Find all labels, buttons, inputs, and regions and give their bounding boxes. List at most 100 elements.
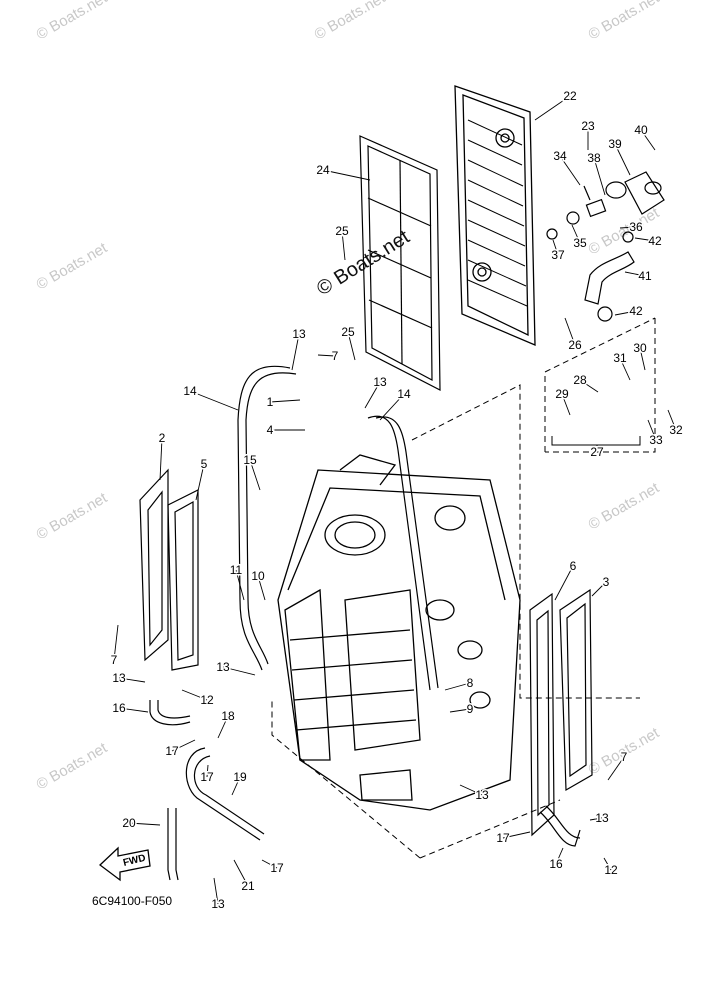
leader-line [261, 859, 278, 869]
part-callout-13: 13 [112, 671, 126, 685]
part-callout-27: 27 [590, 445, 604, 459]
watermark-text: © Boats.net [34, 0, 111, 43]
left-manifold-parts [139, 468, 199, 671]
leader-line [639, 347, 646, 371]
assembly-dashed-lines [271, 317, 656, 859]
leader-line [118, 677, 146, 683]
part-callout-34: 34 [553, 149, 567, 163]
part-callout-30: 30 [633, 341, 647, 355]
water-hoses [149, 365, 581, 881]
watermark-text: © Boats.net [34, 239, 111, 293]
leader-line [603, 857, 612, 871]
part-callout-28: 28 [573, 373, 587, 387]
part-callout-13: 13 [292, 327, 306, 341]
part-callout-24: 24 [316, 163, 330, 177]
leader-line [347, 331, 356, 361]
leader-line [291, 333, 300, 371]
cover-plate [454, 85, 536, 346]
part-callout-13: 13 [373, 375, 387, 389]
part-callout-5: 5 [201, 457, 208, 471]
watermark-text: © Boats.net [34, 739, 111, 793]
part-callout-12: 12 [604, 863, 618, 877]
part-callout-15: 15 [243, 453, 257, 467]
leader-line [564, 317, 576, 346]
group-27-bracket [551, 436, 641, 446]
leader-line [614, 310, 637, 316]
leader-line [231, 776, 241, 796]
leader-line [364, 381, 381, 409]
part-callout-14: 14 [397, 387, 411, 401]
part-callout-25: 25 [341, 325, 355, 339]
part-callout-7: 7 [621, 750, 628, 764]
part-callout-13: 13 [216, 660, 230, 674]
leader-line [640, 129, 656, 151]
leader-line [579, 379, 599, 393]
leader-line [619, 226, 637, 229]
leader-line [502, 831, 531, 839]
part-callout-7: 7 [332, 349, 339, 363]
part-callout-20: 20 [122, 816, 136, 830]
leader-line [591, 581, 607, 597]
part-callout-9: 9 [467, 702, 474, 716]
watermark-text: © Boats.net [586, 479, 663, 533]
leader-line [647, 419, 657, 441]
part-callout-13: 13 [211, 897, 225, 911]
thermostat-parts [546, 171, 665, 322]
leader-line [379, 393, 405, 421]
part-callout-14: 14 [183, 384, 197, 398]
leader-line [534, 95, 571, 121]
leader-line [217, 715, 229, 739]
leader-line [171, 739, 196, 752]
part-callout-10: 10 [251, 569, 265, 583]
leader-line [233, 859, 249, 887]
leader-line [322, 169, 371, 181]
part-callout-19: 19 [233, 770, 247, 784]
part-callout-39: 39 [608, 137, 622, 151]
part-callout-16: 16 [549, 857, 563, 871]
part-callout-38: 38 [587, 151, 601, 165]
part-callout-41: 41 [638, 269, 652, 283]
leader-line [113, 624, 119, 661]
part-callout-6: 6 [570, 559, 577, 573]
part-callout-7: 7 [111, 653, 118, 667]
leader-line [257, 575, 266, 601]
leader-line [118, 707, 149, 713]
part-callout-17: 17 [165, 744, 179, 758]
leader-line [189, 390, 239, 411]
part-callout-42: 42 [629, 304, 643, 318]
leader-line [181, 689, 208, 701]
leader-lines [113, 95, 677, 905]
leader-line [128, 822, 161, 826]
leader-line [634, 237, 656, 242]
part-callout-12: 12 [200, 693, 214, 707]
leader-line [341, 230, 346, 261]
part-callout-36: 36 [629, 220, 643, 234]
leader-line [554, 565, 574, 601]
diagram-code: 6C94100-F050 [92, 894, 172, 908]
leader-line [571, 224, 581, 244]
part-callout-8: 8 [467, 676, 474, 690]
leader-line [614, 143, 631, 176]
leader-line [195, 463, 205, 501]
fwd-label: FWD [122, 853, 147, 869]
leader-line [213, 877, 219, 905]
leader-line [249, 459, 261, 491]
part-callout-1: 1 [267, 395, 274, 409]
part-callout-42: 42 [648, 234, 662, 248]
part-callout-17: 17 [496, 831, 510, 845]
leader-line [222, 666, 256, 676]
part-callout-16: 16 [112, 701, 126, 715]
leader-line [667, 409, 677, 431]
leader-line [317, 354, 336, 357]
leader-line [444, 682, 471, 691]
part-callout-22: 22 [563, 89, 577, 103]
right-manifold-parts [529, 588, 593, 837]
part-callout-17: 17 [200, 770, 214, 784]
part-callout-17: 17 [270, 861, 284, 875]
cylinder-block [277, 454, 521, 811]
leader-line [459, 784, 483, 796]
part-callout-23: 23 [581, 119, 595, 133]
part-callout-18: 18 [221, 709, 235, 723]
